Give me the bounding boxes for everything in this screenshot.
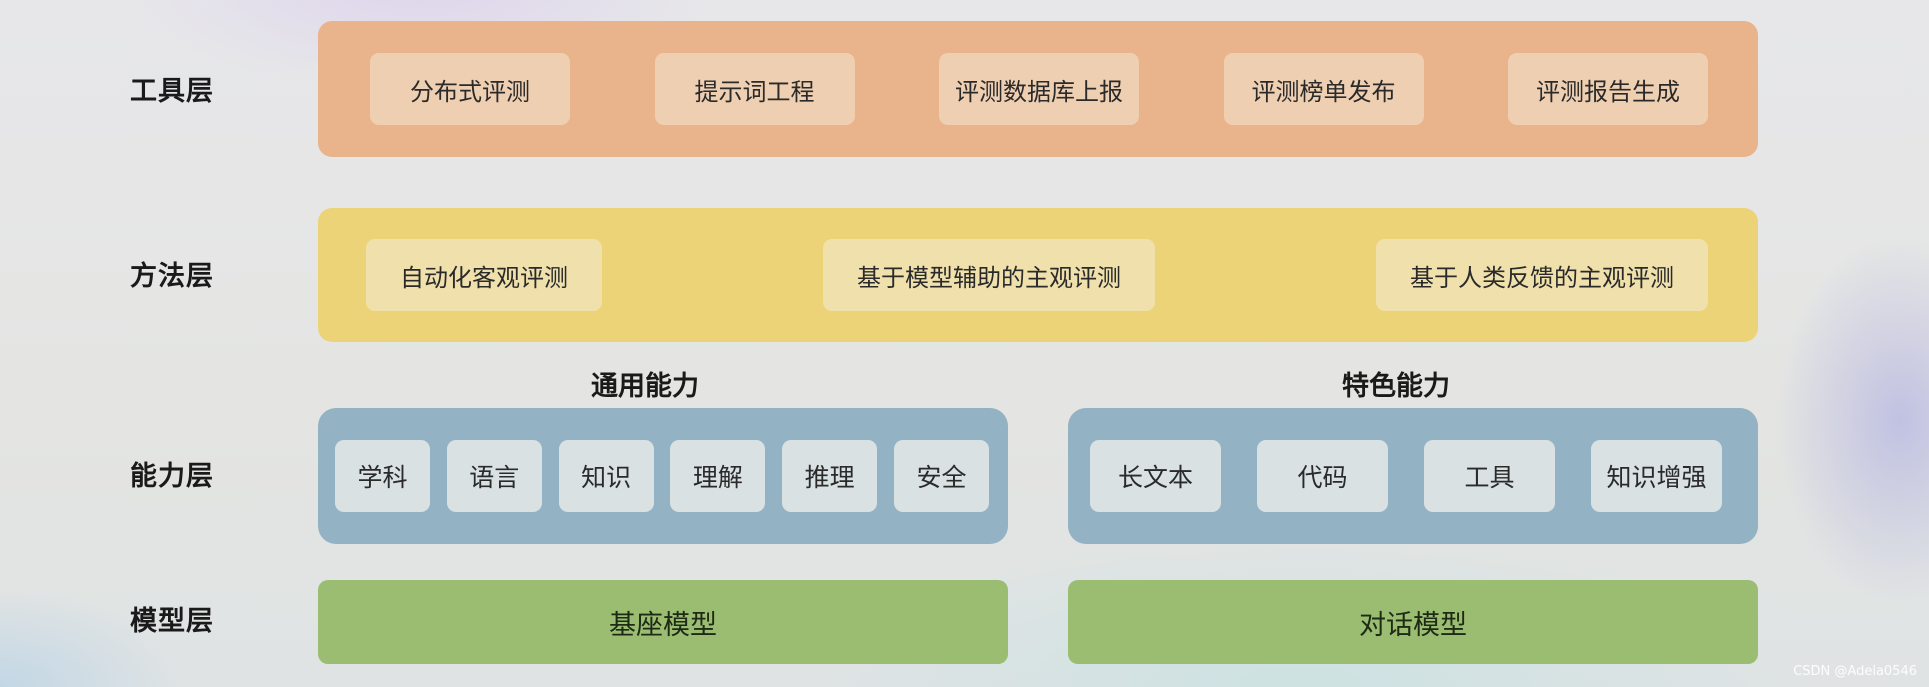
model-item-chat: 对话模型	[1068, 580, 1758, 664]
general-capability-band: 学科 语言 知识 理解 推理 安全	[318, 408, 1008, 544]
method-layer-band: 自动化客观评测 基于模型辅助的主观评测 基于人类反馈的主观评测	[318, 208, 1758, 342]
method-item-model-assisted: 基于模型辅助的主观评测	[823, 239, 1155, 311]
capability-item-understanding: 理解	[670, 440, 766, 512]
method-item-auto-objective: 自动化客观评测	[366, 239, 602, 311]
special-capability-title: 特色能力	[1342, 371, 1450, 402]
tool-layer-label: 工具层	[130, 76, 214, 107]
capability-item-knowledge-enhance: 知识增强	[1591, 440, 1722, 512]
tool-item-prompt-engineering: 提示词工程	[654, 53, 855, 125]
tool-item-distributed-eval: 分布式评测	[370, 53, 570, 125]
method-layer-label: 方法层	[130, 261, 214, 292]
capability-item-reasoning: 推理	[782, 440, 878, 512]
method-item-human-feedback: 基于人类反馈的主观评测	[1376, 239, 1708, 311]
tool-item-report-generation: 评测报告生成	[1508, 53, 1708, 125]
capability-item-tools: 工具	[1424, 440, 1555, 512]
capability-layer-label: 能力层	[130, 461, 214, 492]
capability-item-knowledge: 知识	[558, 440, 654, 512]
special-capability-band: 长文本 代码 工具 知识增强	[1068, 408, 1758, 544]
model-item-base: 基座模型	[318, 580, 1008, 664]
capability-item-long-text: 长文本	[1090, 440, 1221, 512]
capability-item-subject: 学科	[335, 440, 430, 512]
tool-item-leaderboard-publish: 评测榜单发布	[1223, 53, 1424, 125]
watermark: CSDN @Adela0546	[1793, 664, 1917, 679]
capability-item-code: 代码	[1257, 440, 1388, 512]
general-capability-title: 通用能力	[591, 371, 699, 402]
tool-layer-band: 分布式评测 提示词工程 评测数据库上报 评测榜单发布 评测报告生成	[318, 21, 1758, 157]
capability-item-safety: 安全	[893, 440, 989, 512]
capability-item-language: 语言	[446, 440, 542, 512]
tool-item-eval-db-report: 评测数据库上报	[939, 53, 1139, 125]
model-layer-label: 模型层	[130, 606, 214, 637]
